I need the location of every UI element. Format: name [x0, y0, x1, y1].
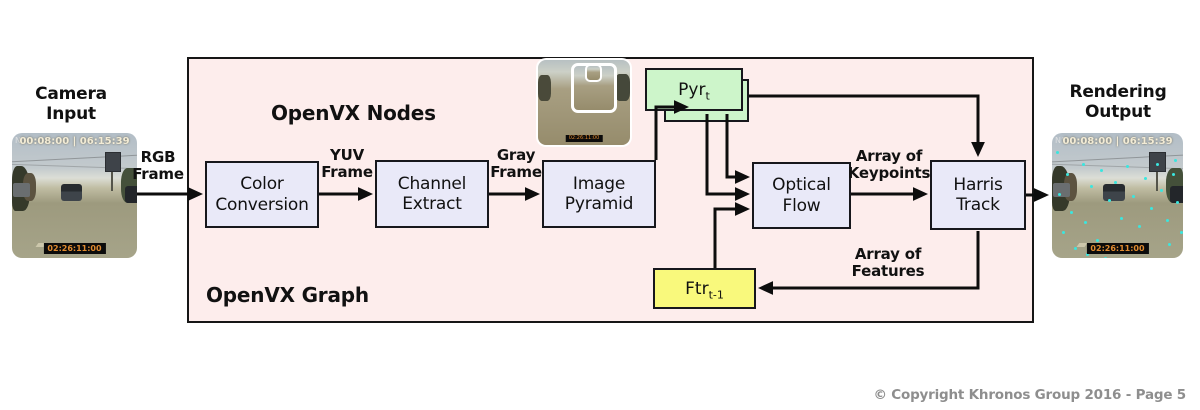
- trees-decor: [615, 73, 630, 101]
- yuv-frame-label: YUV Frame: [321, 146, 373, 182]
- node-label: Color: [240, 174, 284, 195]
- node-label: Track: [956, 195, 1000, 215]
- pyr-label: Pyrt: [678, 79, 710, 102]
- camera-timestamp-top: 00:08:00 | 06:15:39: [19, 136, 130, 147]
- pyramid-level-2: [585, 64, 603, 82]
- openvx-graph-title: OpenVX Graph: [206, 283, 369, 307]
- image-pyramid-thumbnail: 02:26:11:00: [538, 60, 630, 145]
- node-label: Optical: [772, 175, 831, 196]
- node-label: Extract: [402, 194, 462, 214]
- keypoint-dots-overlay: [1056, 151, 1059, 154]
- camera-timestamp-bottom: 02:26:11:00: [43, 243, 106, 254]
- node-harris-track: Harris Track: [930, 160, 1026, 230]
- pyramid-level-1: [571, 63, 618, 113]
- rendering-output-label: Rendering Output: [1058, 82, 1178, 122]
- node-optical-flow: Optical Flow: [752, 162, 851, 229]
- camera-input-label: Camera Input: [16, 84, 126, 124]
- sign-pole-decor: [110, 171, 114, 191]
- array-of-features-label: Array of Features: [851, 245, 925, 281]
- rgb-frame-label: RGB Frame: [132, 148, 184, 184]
- gray-frame-label: Gray Frame: [490, 146, 542, 182]
- copyright-text: © Copyright Khronos Group 2016 - Page 5: [873, 387, 1186, 403]
- array-of-keypoints-label: Array of Keypoints: [847, 147, 931, 183]
- camera-input-label-line1: Camera: [35, 84, 107, 104]
- road-sign-decor: [1148, 151, 1166, 172]
- output-timestamp-bottom: 02:26:11:00: [1086, 243, 1149, 254]
- corner-mark: N°: [15, 136, 25, 145]
- road-sign-decor: [104, 151, 121, 172]
- node-label: Harris: [953, 174, 1003, 195]
- ftr-label: Ftrt-1: [685, 278, 724, 301]
- features-data-ftr-t-1: Ftrt-1: [653, 268, 756, 309]
- node-label: Image: [572, 173, 626, 194]
- mini-timestamp-bar: 02:26:11:00: [565, 135, 603, 142]
- node-label: Conversion: [215, 194, 309, 215]
- car-decor: [124, 185, 137, 203]
- trees-decor: [538, 75, 551, 101]
- openvx-nodes-title: OpenVX Nodes: [271, 101, 436, 125]
- camera-input-image: N° 00:08:00 | 06:15:39 02:26:11:00: [12, 133, 137, 258]
- node-label: Flow: [782, 195, 821, 216]
- vehicle-decor: [1053, 183, 1071, 197]
- node-color-conversion: Color Conversion: [205, 161, 319, 228]
- car-decor: [1169, 185, 1183, 203]
- car-decor: [60, 184, 82, 201]
- sign-pole-decor: [1155, 171, 1159, 191]
- rendering-output-image: N° 00:08:00 | 06:15:39 02:26:11:00: [1052, 133, 1183, 258]
- node-label: Pyramid: [564, 194, 634, 214]
- output-timestamp-top: 00:08:00 | 06:15:39: [1062, 136, 1173, 147]
- node-image-pyramid: Image Pyramid: [542, 160, 656, 228]
- rendering-output-label-line2: Output: [1085, 102, 1151, 123]
- rendering-output-label-line1: Rendering: [1069, 82, 1167, 102]
- node-label: Channel: [397, 173, 467, 194]
- camera-input-label-line2: Input: [46, 104, 96, 125]
- car-decor: [1103, 184, 1126, 201]
- pyramid-data-pyr-t: Pyrt: [645, 68, 743, 111]
- node-channel-extract: Channel Extract: [375, 160, 489, 228]
- corner-mark: N°: [1055, 136, 1065, 145]
- vehicle-decor: [13, 183, 30, 197]
